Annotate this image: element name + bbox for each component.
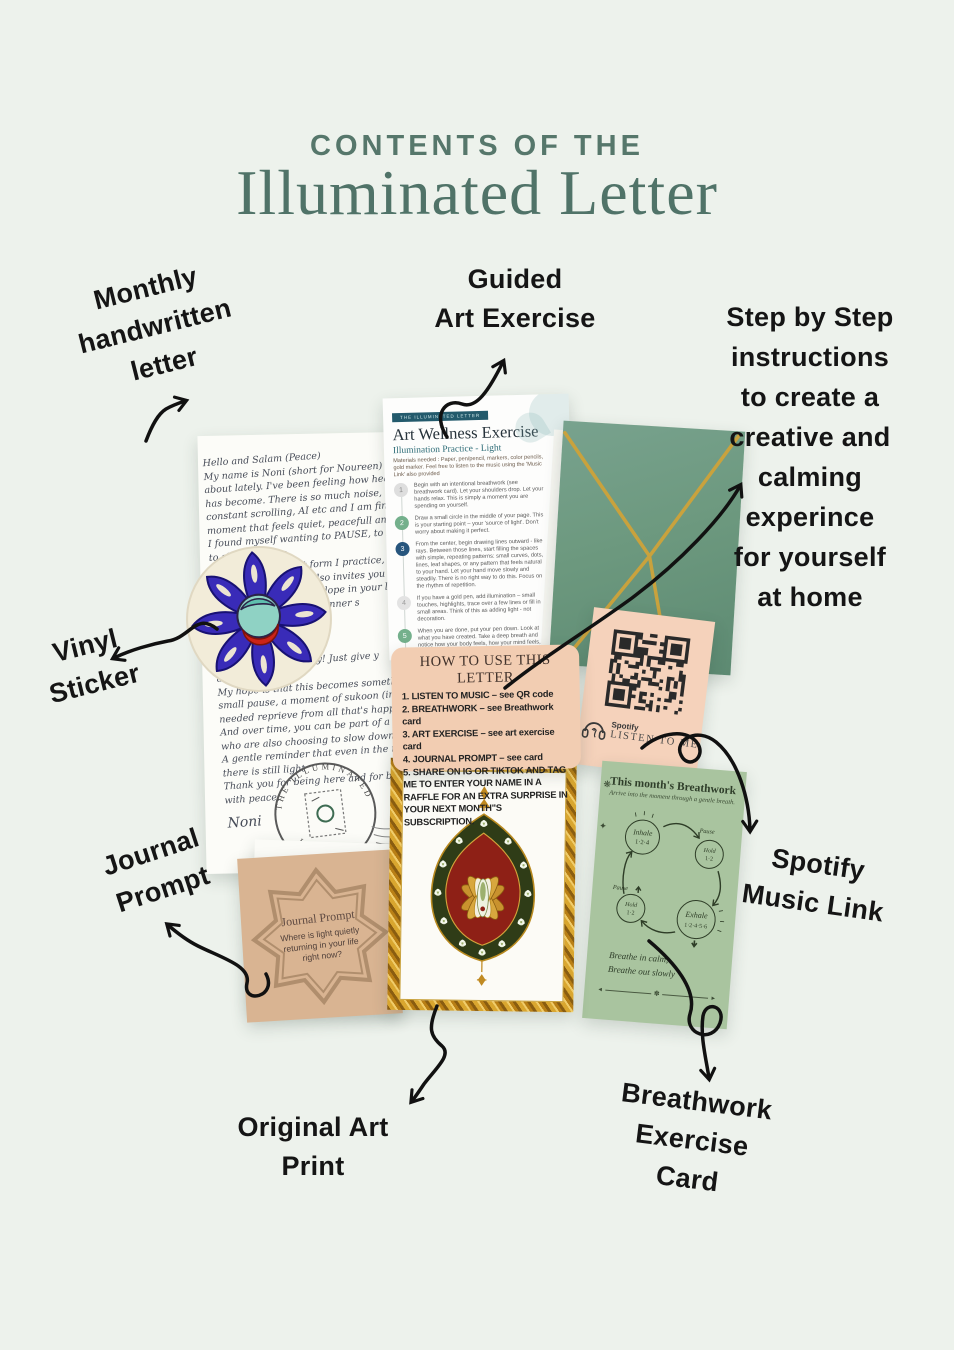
step-number: 3 [395,541,410,557]
label-spotify-link: Spotify Music Link [740,842,886,928]
exercise-step: 4 If you have a gold pen, add illuminati… [396,592,566,624]
journal-card-question: Where is light quietly returning in your… [279,924,360,963]
card-banner: THE ILLUMINATED LETTER [391,410,489,423]
svg-text:Pause: Pause [698,827,715,835]
label-breathwork-card: Breathwork Exercise Card [619,1077,774,1198]
page-title: Illuminated Letter [236,157,718,228]
qr-code [596,620,699,724]
illumination-medallion [430,786,536,986]
step-number: 2 [394,515,410,531]
label-monthly-letter: Monthly handwritten letter [75,260,235,387]
svg-text:Pause: Pause [612,884,629,892]
vinyl-sticker [186,546,332,692]
step-number: 5 [397,628,413,644]
step-number: 4 [396,595,412,611]
step-number: 1 [393,482,409,498]
exercise-step: 1 Begin with an intentional breathwork (… [393,479,563,511]
sparkle-icon: ✦ [598,820,608,832]
svg-text:1·2: 1·2 [705,856,713,863]
spotify-qr-card: Spotify LISTEN TO ME [574,607,716,779]
svg-text:1·2·4·5·6: 1·2·4·5·6 [684,923,707,931]
svg-text:1·2·4: 1·2·4 [635,839,650,847]
journal-prompt-card: Journal Prompt Where is light quietly re… [237,849,403,1023]
exercise-step: 2 Draw a small circle in the middle of y… [394,512,563,537]
label-guided-art: Guided Art Exercise [434,264,596,333]
svg-text:Inhale: Inhale [632,827,653,838]
how-to-card: HOW TO USE THIS LETTER 1. LISTEN TO MUSI… [390,644,582,827]
svg-text:Exhale: Exhale [684,910,708,921]
svg-text:1·2: 1·2 [626,910,634,917]
exercise-step: 3 From the center, begin drawing lines o… [395,538,564,591]
label-original-art: Original Art Print [237,1112,389,1181]
card-divider: ◂ ✽ ▸ [598,986,716,1003]
materials-note: Materials needed : Paper, pen/pencil, ma… [393,454,544,479]
arrow-original-art [409,1004,447,1105]
svg-text:Hold: Hold [624,902,638,909]
sparkle-icon: ❋ [603,778,612,790]
eight-point-star [250,866,390,1006]
header-eyebrow: CONTENTS OF THE [310,130,644,162]
label-vinyl-sticker: Vinyl Sticker [46,623,143,710]
label-journal-prompt: Journal Prompt [98,822,214,919]
svg-text:Hold: Hold [702,848,716,855]
headphones-icon [581,722,606,740]
arrow-monthly-letter [144,395,190,443]
label-step-by-step: Step by Step instructions to create a cr… [726,302,894,612]
original-art-print [387,757,577,1013]
how-to-title: HOW TO USE THIS LETTER [419,651,551,687]
